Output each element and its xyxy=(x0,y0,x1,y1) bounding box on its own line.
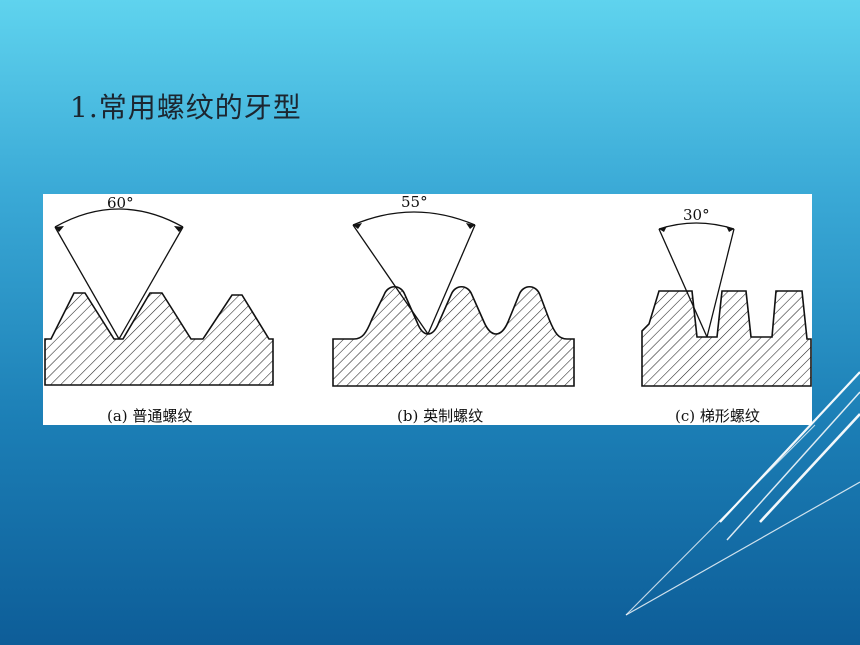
metric-caption: (a) 普通螺纹 xyxy=(107,407,193,425)
slide-title: 1.常用螺纹的牙型 xyxy=(70,91,302,124)
trapezoidal-caption: (c) 梯形螺纹 xyxy=(675,407,760,425)
metric-thread-profile xyxy=(44,292,274,386)
trapezoidal-thread-profile xyxy=(641,290,812,387)
metric-angle-label: 60° xyxy=(107,194,134,212)
trapezoidal-angle-dimension xyxy=(658,222,735,338)
thread-profile-diagram: 60° 55° xyxy=(44,194,812,387)
imperial-caption: (b) 英制螺纹 xyxy=(397,407,484,425)
thread-profile-figure: 60° 55° xyxy=(43,194,812,425)
imperial-angle-label: 55° xyxy=(401,194,428,211)
trapezoidal-angle-label: 30° xyxy=(683,206,710,224)
imperial-thread-profile xyxy=(332,285,575,387)
metric-angle-dimension xyxy=(54,208,184,340)
imperial-angle-dimension xyxy=(352,211,476,335)
